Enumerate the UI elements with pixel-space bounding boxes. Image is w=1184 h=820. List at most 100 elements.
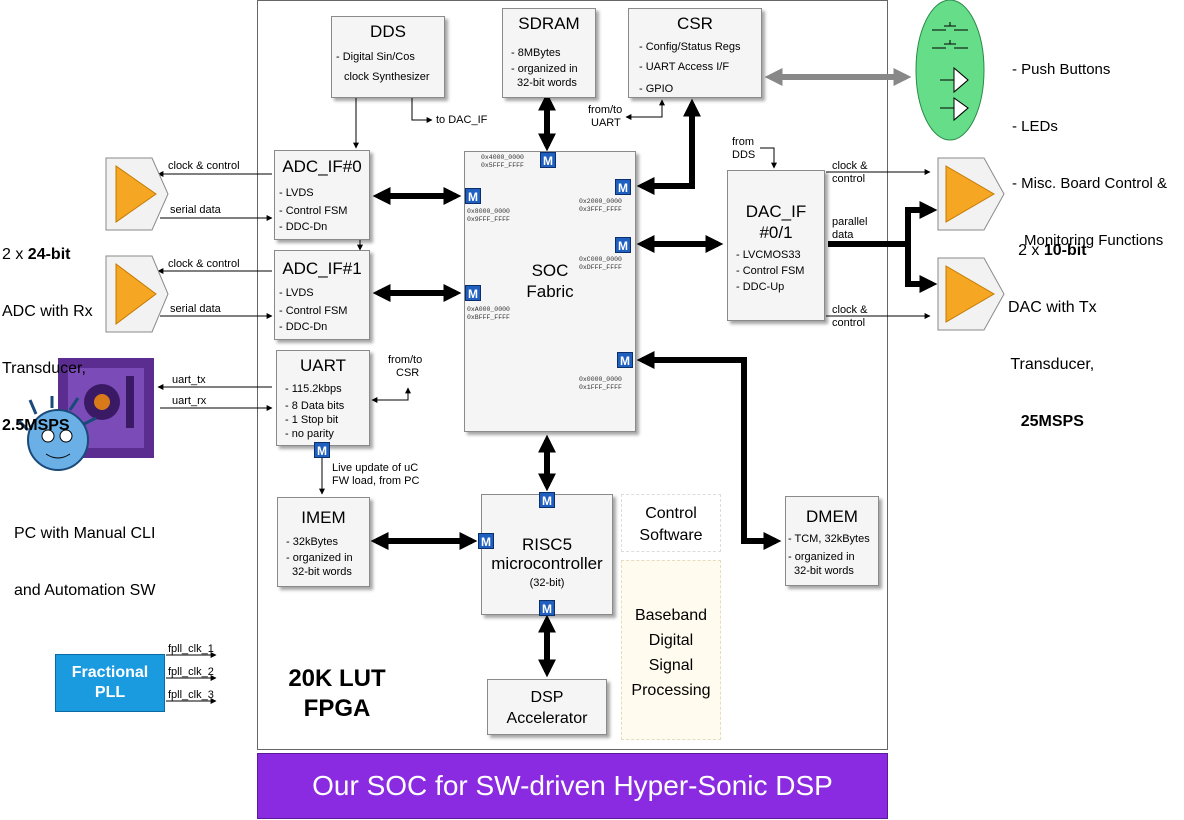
bus-csr-soc [636,98,701,195]
csr-line1: - Config/Status Regs [639,41,741,53]
dsp-line1: DSP [530,689,564,706]
adc-if0-block: ADC_IF#0 - LVDS - Control FSM - DDC-Dn [274,150,370,240]
sdram-line1: - 8MBytes [511,47,561,59]
uart-update-1: Live update of uC [332,462,419,474]
control-software-line2: Software [639,527,703,544]
baseband-line2: Digital [648,632,694,649]
master-badge: M [314,442,330,458]
dac-if-from-dds-2: DDS [732,149,756,161]
uart-title: UART [300,356,346,375]
dmem-title: DMEM [806,507,858,526]
sdram-block: SDRAM - 8MBytes - organized in 32-bit wo… [502,8,596,98]
soc-title: SOC Fabric [465,260,635,302]
adc0-data-label: serial data [170,204,221,216]
soc-addr-top: 0x4000_0000 0x5FFF_FFFF [481,154,524,169]
dds-line2: clock Synthesizer [344,71,430,83]
dac-clk-label-bot: clock &control [832,304,867,330]
adc1-clk-label: clock & control [168,258,240,270]
baseband-line4: Processing [631,682,711,699]
master-badge: M [615,237,631,253]
fractional-pll-block: Fractional PLL [55,654,165,712]
csr-title: CSR [677,14,713,33]
dac-desc-line3: Transducer, [1010,356,1095,373]
master-badge: M [615,179,631,195]
line-uart-csr [371,387,411,403]
control-software-box: Control Software [621,494,721,552]
dds-title: DDS [370,22,406,41]
dmem-block: DMEM - TCM, 32kBytes - organized in 32-b… [785,496,879,586]
risc5-title-line2: microcontroller [491,554,603,573]
dsp-accelerator-block: DSP Accelerator [487,679,607,735]
line-dds-dac [411,98,433,123]
soc-title-line1: SOC [531,261,569,280]
adc-if1-line1: - LVDS [279,287,314,299]
pll-line2: PLL [94,684,126,701]
imem-line1: - 32kBytes [286,536,338,548]
dac-if-line3: - DDC-Up [736,281,785,293]
soc-addr-right3: 0x0000_0000 0x1FFF_FFFF [579,376,622,391]
pll-clk3-label: fpll_clk_3 [168,689,214,701]
uart-block: UART - 115.2kbps - 8 Data bits - 1 Stop … [276,350,370,446]
soc-addr-right2: 0xC000_0000 0xDFFF_FFFF [579,256,622,271]
dac-desc-line2: DAC with Tx [1008,299,1097,316]
adc-if1-line2: - Control FSM [279,305,348,317]
dac-if-line2: - Control FSM [736,265,805,277]
bus-soc-dmem [636,351,782,550]
adc-desc-pre: 2 x [2,246,28,263]
dac-amp-icon-1 [937,257,1005,331]
pll-clk2-label: fpll_clk_2 [168,666,214,678]
pc-line1: PC with Manual CLI [14,525,156,542]
dac-clk-top-1: clock & [832,160,868,172]
uart-line4: - no parity [285,428,334,440]
imem-title: IMEM [301,508,346,527]
imem-line2: - organized in [286,552,353,564]
adc-if0-line2: - Control FSM [279,205,348,217]
baseband-box: Baseband Digital Signal Processing [621,560,721,740]
dds-block: DDS - Digital Sin/Cos clock Synthesizer [331,16,445,98]
sdram-title: SDRAM [518,14,580,33]
pll-line1: Fractional [71,664,149,681]
dac-clk-bot-2: control [832,317,866,329]
soc-addr-right1: 0x2000_0000 0x3FFF_FFFF [579,198,622,213]
dac-clk-top-2: control [832,173,866,185]
user-avatar-icon [16,396,97,471]
pll-clk1-label: fpll_clk_1 [168,643,214,655]
board-line3: - Misc. Board Control & [1012,175,1168,192]
control-software-line1: Control [645,505,697,522]
dds-line1: - Digital Sin/Cos [336,51,415,63]
dmem-line1: - TCM, 32kBytes [788,533,870,545]
board-line1: - Push Buttons [1012,61,1111,78]
master-badge: M [465,285,481,301]
dac-description: 2 x 10-bit DAC with Tx Transducer, 25MSP… [1008,203,1097,450]
soc-addr-left2: 0xA000_0000 0xBFFF_FFFF [467,306,510,321]
board-line4: Monitoring Functions [1024,232,1164,249]
dac-if-title-line2: #0/1 [759,223,793,242]
imem-line3: 32-bit words [292,566,352,578]
adc-description: 2 x 24-bit ADC with Rx Transducer, 2.5MS… [2,207,93,454]
uart-tx-label: uart_tx [172,374,206,386]
dmem-line3: 32-bit words [794,565,854,577]
dac-if-title: DAC_IF #0/1 [728,201,824,243]
uart-line3: - 1 Stop bit [285,414,339,426]
csr-line2: - UART Access I/F [639,61,730,73]
dac-if-block: DAC_IF #0/1 - LVCMOS33 - Control FSM - D… [727,170,825,321]
dmem-line2: - organized in [788,551,855,563]
board-control-icon [915,0,985,141]
master-badge: M [617,352,633,368]
adc-if1-line3: - DDC-Dn [279,321,328,333]
csr-uart-label-2: UART [591,117,621,129]
dds-out-label: to DAC_IF [436,114,488,126]
dac-desc-pre: 2 x [1018,242,1044,259]
dac-clk-label-top: clock &control [832,160,867,186]
csr-line3: - GPIO [639,83,674,95]
board-line2: - LEDs [1012,118,1058,135]
soc-title-line2: Fabric [526,282,574,301]
adc-if0-line3: - DDC-Dn [279,221,328,233]
soc-fabric-block: SOC Fabric 0x4000_0000 0x5FFF_FFFF 0x800… [464,151,636,432]
dac-clk-bot-1: clock & [832,304,868,316]
fpga-label-line1: 20K LUT [288,665,386,692]
